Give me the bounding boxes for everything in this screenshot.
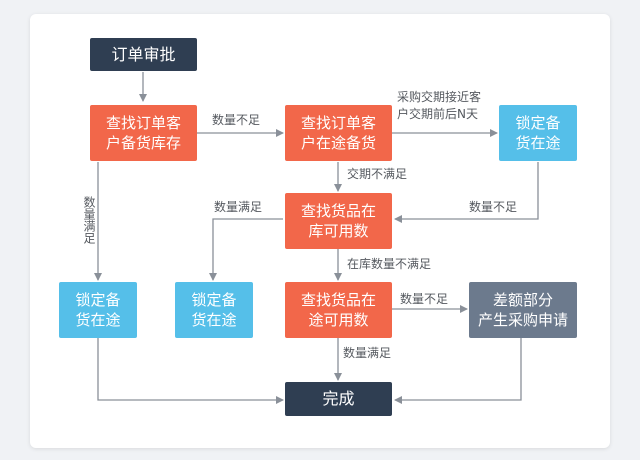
node-find-customer-stock-line1: 查找订单客 xyxy=(105,114,181,132)
node-lock-transit-mid-line1: 锁定备 xyxy=(191,291,237,309)
node-find-customer-transit-line1: 查找订单客 xyxy=(300,114,376,132)
node-find-goods-stock-line1: 查找货品在 xyxy=(300,202,376,220)
node-find-customer-stock: 查找订单客 户备货库存 xyxy=(90,105,197,161)
node-lock-transit-left: 锁定备 货在途 xyxy=(59,282,137,338)
node-done-label: 完成 xyxy=(322,389,355,408)
node-find-customer-stock-line2: 户备货库存 xyxy=(105,134,181,152)
edge-label-insufficient-2: 数量不足 xyxy=(469,200,518,214)
edge-label-insufficient-1: 数量不足 xyxy=(212,113,261,127)
node-find-goods-stock-line2: 库可用数 xyxy=(308,222,369,240)
node-lock-transit-top-line2: 货在途 xyxy=(515,134,561,152)
node-order-approval: 订单审批 xyxy=(90,38,197,71)
node-find-customer-transit-line2: 户在途备货 xyxy=(300,134,376,152)
node-done: 完成 xyxy=(285,382,392,416)
edge-lock-left-to-done xyxy=(97,338,284,404)
node-find-goods-transit-line2: 途可用数 xyxy=(308,311,369,329)
node-find-goods-transit: 查找货品在 途可用数 xyxy=(285,282,392,338)
edge-goods-to-lock-mid xyxy=(209,218,283,281)
node-find-customer-transit: 查找订单客 户在途备货 xyxy=(285,105,392,161)
node-lock-transit-mid-line2: 货在途 xyxy=(191,311,237,329)
node-diff-purchase-request: 差额部分 产生采购申请 xyxy=(469,282,577,338)
edge-label-purchase-near-line2: 户交期前后N天 xyxy=(397,107,478,121)
edge-diff-to-done xyxy=(394,338,522,404)
node-lock-transit-top-line1: 锁定备 xyxy=(515,114,561,132)
edge-label-purchase-near: 采购交期接近客 户交期前后N天 xyxy=(397,89,481,123)
edge-lock-top-to-goods xyxy=(394,162,539,223)
edge-label-quantity-met-left: 数量满足 xyxy=(214,200,263,214)
node-find-goods-stock: 查找货品在 库可用数 xyxy=(285,193,392,249)
edge-label-quantity-met-bottom: 数量满足 xyxy=(343,346,392,360)
node-lock-transit-left-line1: 锁定备 xyxy=(75,291,121,309)
edge-label-delivery-not-met: 交期不满足 xyxy=(347,167,408,181)
edge-label-insufficient-3: 数量不足 xyxy=(400,292,449,306)
node-lock-transit-mid: 锁定备 货在途 xyxy=(175,282,253,338)
node-lock-transit-left-line2: 货在途 xyxy=(75,311,121,329)
edge-label-purchase-near-line1: 采购交期接近客 xyxy=(397,90,482,104)
node-find-goods-transit-line1: 查找货品在 xyxy=(300,291,376,309)
node-lock-transit-top: 锁定备 货在途 xyxy=(499,105,577,161)
edge-label-stock-not-met: 在库数量不满足 xyxy=(347,257,432,271)
edge-label-quantity-met-vertical: 数量满足 xyxy=(82,196,96,244)
node-diff-purchase-line2: 产生采购申请 xyxy=(477,311,568,329)
node-order-approval-label: 订单审批 xyxy=(111,44,176,64)
node-diff-purchase-line1: 差额部分 xyxy=(492,291,553,309)
